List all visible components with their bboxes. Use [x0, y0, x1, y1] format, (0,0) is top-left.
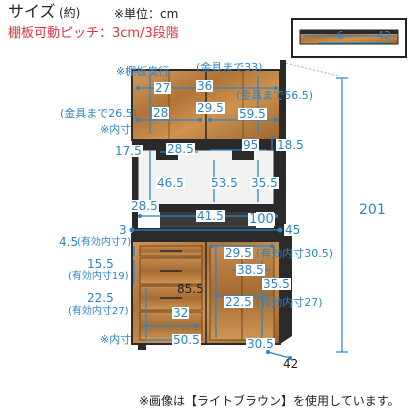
- inner-19: (有効内寸19): [68, 271, 129, 282]
- dim-28-5-upper: 28.5: [166, 142, 195, 156]
- dim-22-5-right: 22.5: [224, 295, 253, 309]
- hutch-upper: [131, 60, 286, 236]
- shelf-depth-note: ※棚板奥行: [116, 65, 170, 78]
- dim-53-5: 53.5: [210, 176, 239, 190]
- dim-17-5: 17.5: [114, 144, 143, 158]
- title: サイズ: [8, 2, 56, 21]
- to-fitting-33: (金具まで33): [196, 61, 263, 74]
- to-fitting-56-5: (金具まで56.5): [236, 89, 314, 102]
- dim-15-5: 15.5: [86, 257, 115, 271]
- dim-32: 32: [172, 306, 190, 320]
- dim-95: 95: [242, 138, 260, 152]
- dim-36: 36: [196, 79, 214, 93]
- inner-27-right: (有効内寸27): [256, 296, 323, 309]
- dim-45: 45: [284, 223, 302, 237]
- dim-28-5-lower: 28.5: [130, 199, 159, 213]
- dim-3: 3: [118, 223, 128, 237]
- dim-59-5: 59.5: [238, 107, 267, 121]
- dim-38-5: 38.5: [236, 263, 265, 277]
- inner-7: (有効内寸7): [77, 237, 132, 248]
- hutch-inner-note: ※内寸: [100, 123, 132, 136]
- dim-18-5: 18.5: [276, 138, 305, 152]
- dim-22-5-left: 22.5: [86, 291, 115, 305]
- depth-dimension: [266, 350, 292, 360]
- dim-100: 100: [248, 212, 275, 227]
- base-inner-note: ※内寸: [100, 333, 132, 346]
- dim-27: 27: [154, 81, 172, 95]
- inner-30-5: (有効内寸30.5): [256, 247, 334, 260]
- inset-dim-6: 6: [337, 29, 344, 42]
- dim-35-5-upper: 35.5: [250, 176, 279, 190]
- title-unit: (約): [59, 6, 81, 20]
- dim-46-5: 46.5: [156, 176, 185, 190]
- to-fitting-26-5: (金具まで26.5): [60, 107, 138, 120]
- inner-27-left: (有効内寸27): [68, 306, 129, 317]
- dim-30-5: 30.5: [246, 337, 275, 351]
- inset-dim-42: 42: [377, 29, 391, 42]
- dim-4-5: 4.5: [58, 235, 80, 249]
- footer-note: ※画像は【ライトブラウン】を使用しています。: [139, 394, 400, 408]
- dim-42: 42: [283, 357, 299, 371]
- dim-28: 28: [152, 106, 170, 120]
- unit-note: ※単位：cm: [114, 7, 179, 21]
- dim-41-5: 41.5: [196, 209, 225, 223]
- dim-50-5: 50.5: [172, 333, 201, 347]
- dim-29-5-lower: 29.5: [224, 246, 253, 260]
- shelf-pitch-note: 棚板可動ピッチ：3cm/3段階: [8, 26, 179, 41]
- dim-201: 201: [358, 202, 387, 218]
- total-height-line: [281, 61, 348, 353]
- dim-35-5-lower: 35.5: [262, 277, 291, 291]
- dim-85-5: 85.5: [177, 282, 204, 296]
- dim-29-5: 29.5: [196, 101, 225, 115]
- top-view-inset: [291, 18, 407, 58]
